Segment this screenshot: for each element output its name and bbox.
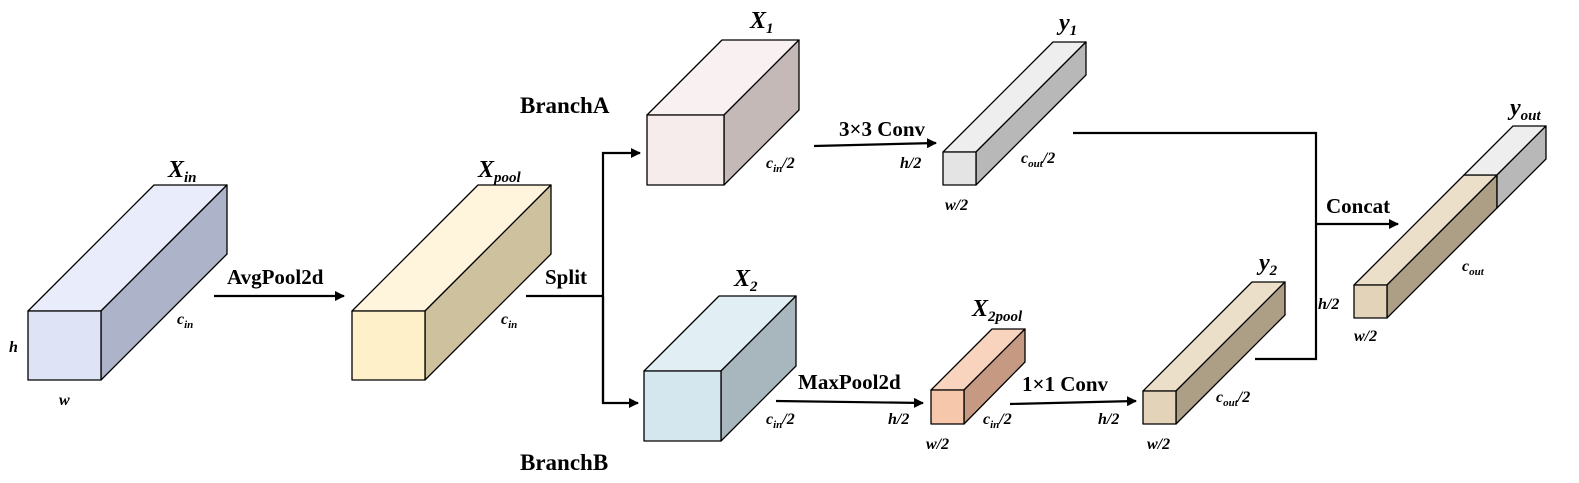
y-2-tensor (1142, 281, 1286, 425)
x-2-front-face (643, 370, 722, 442)
x-in-title: Xin (167, 157, 197, 186)
x-1-tensor (646, 39, 800, 186)
x-in-tensor (27, 184, 228, 381)
branch-a-label: BranchA (520, 93, 610, 118)
conv1-arrow (1009, 396, 1137, 407)
y1-to-concat-line (1073, 131, 1318, 361)
x-2pool-h-label: h/2 (888, 411, 909, 428)
y-2-title: y2 (1256, 250, 1278, 279)
y-out-h-label: h/2 (1318, 296, 1339, 313)
y-2-h-label: h/2 (1098, 411, 1119, 428)
x-2-title: X2 (733, 266, 758, 295)
x-2pool-c-label: cin/2 (983, 411, 1012, 431)
y-1-tensor (942, 41, 1087, 186)
x-2pool-title: X2pool (971, 296, 1023, 325)
x-1-front-face (646, 114, 725, 186)
y-1-title: y1 (1056, 10, 1077, 39)
branch-b-label: BranchB (520, 450, 608, 475)
x-in-c-label: cin (177, 311, 193, 331)
x-pool-title: Xpool (477, 157, 522, 186)
x-2pool-w-label: w/2 (926, 436, 949, 453)
y-2-w-label: w/2 (1147, 436, 1170, 453)
y-out-c-label: cout (1462, 258, 1485, 278)
y-2-c-label: cout/2 (1216, 389, 1250, 409)
y-out-tensor (1353, 125, 1547, 319)
x-1-title: X1 (749, 8, 774, 37)
x-2-tensor (643, 295, 797, 442)
y-1-w-label: w/2 (945, 197, 968, 214)
split-label: Split (545, 265, 587, 289)
conv3-label: 3×3 Conv (839, 117, 926, 141)
y-out-front-face (1353, 284, 1388, 319)
y-out-w-label: w/2 (1354, 328, 1377, 345)
y-1-c-label: cout/2 (1021, 150, 1055, 170)
concat-label: Concat (1326, 194, 1390, 218)
x-2-c-label: cin/2 (766, 411, 795, 431)
x-pool-front-face (351, 310, 426, 381)
branch-b-arrow (601, 296, 639, 408)
branch-a-arrow (601, 148, 641, 403)
avgpool-label: AvgPool2d (227, 265, 324, 289)
conv1-label: 1×1 Conv (1022, 372, 1109, 396)
maxpool-arrow (775, 397, 924, 408)
x-in-front-face (27, 310, 102, 381)
y-2-front-face (1142, 390, 1177, 425)
x-in-h-label: h (9, 339, 18, 356)
y-1-front-face (942, 151, 977, 186)
x-2pool-front-face (930, 389, 965, 425)
y-out-title: yout (1507, 95, 1541, 124)
x-pool-tensor (351, 184, 552, 381)
x-pool-c-label: cin (501, 311, 517, 331)
x-in-w-label: w (59, 392, 70, 409)
x-2pool-tensor (930, 328, 1026, 425)
conv3-arrow (813, 138, 937, 149)
x-1-c-label: cin/2 (766, 155, 795, 175)
y-out-side-face-grey (1496, 125, 1547, 209)
y-1-h-label: h/2 (900, 155, 921, 172)
maxpool-label: MaxPool2d (798, 370, 901, 394)
